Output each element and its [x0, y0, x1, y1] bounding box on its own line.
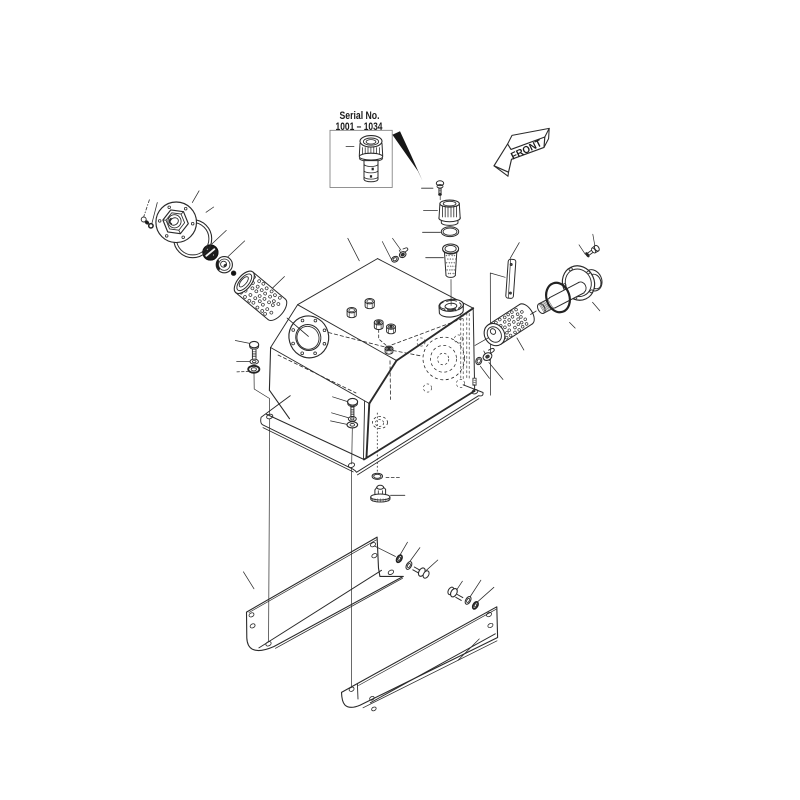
svg-text:1001 – 1034: 1001 – 1034	[336, 121, 384, 133]
svg-text:Serial No.: Serial No.	[340, 110, 380, 122]
